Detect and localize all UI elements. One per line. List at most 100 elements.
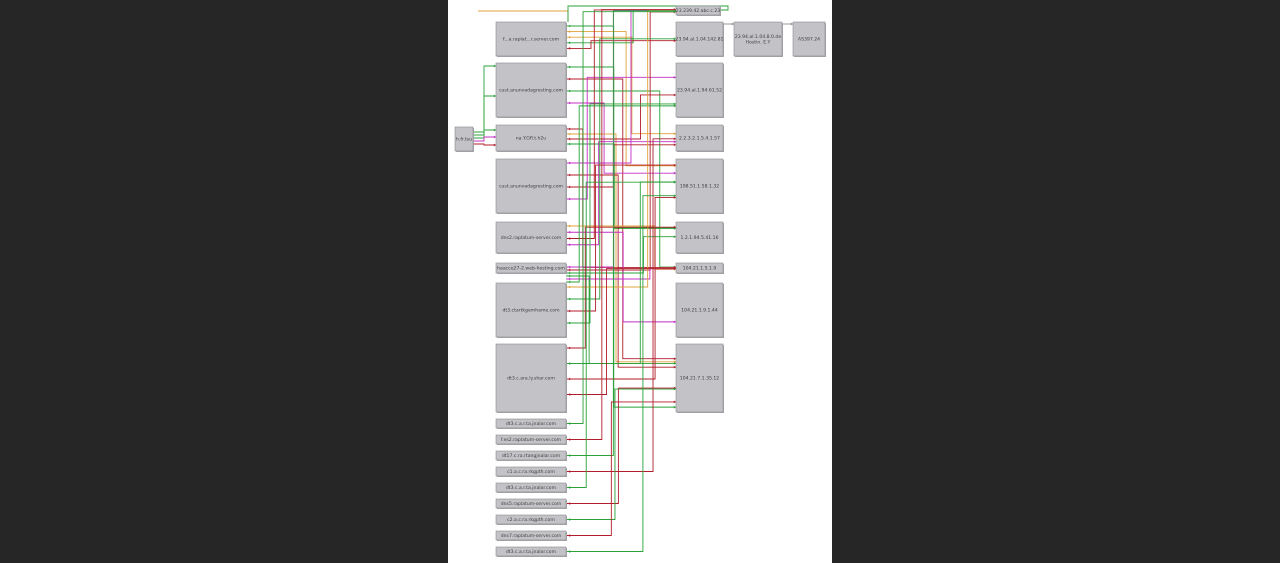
edge-host-address [566, 94, 676, 140]
edge-arrowhead [568, 486, 571, 489]
host-node: dt17.c.ra.rtangjnalar.com [495, 450, 567, 461]
edge-arrowhead [568, 422, 571, 425]
edge-arrowhead [568, 321, 571, 325]
edge-arrowhead [790, 22, 793, 26]
address-node: 198.51.1.58.1.32 [675, 158, 724, 214]
node-label: dns7.raplatum-server.com [501, 533, 562, 539]
node-label: dns5.raplatum-server.com [501, 501, 562, 507]
edge-arrowhead [568, 265, 571, 269]
node-label: 1.2.1.94.5.41.16 [681, 235, 719, 241]
edge-arrowhead [673, 163, 676, 167]
network-diagram: h.fr.tsuf...a.raplat...r.server.comcust.… [454, 5, 826, 557]
edge-arrowhead [568, 470, 571, 473]
edge-arrowhead [568, 230, 571, 234]
host-node: dns2.raplatum-server.com [495, 221, 567, 254]
host-node: haacce27-2.web-hosting.com [495, 262, 567, 274]
edge-arrowhead [673, 132, 676, 136]
node-layer: h.fr.tsuf...a.raplat...r.server.comcust.… [454, 5, 826, 557]
edge-host-address [566, 36, 676, 135]
edge-arrowhead [673, 196, 676, 199]
edge-host-address [566, 181, 676, 488]
edge-host-address [566, 10, 676, 456]
edge-host-address [566, 9, 676, 440]
node-label: 23.94.al.1.04.8.0.de [735, 34, 782, 40]
edge-arrowhead [673, 37, 676, 41]
edge-root-host [473, 129, 496, 139]
edge-arrowhead [493, 64, 496, 68]
edge-arrowhead [568, 309, 571, 313]
edge-arrowhead [568, 161, 571, 165]
edge-arrowhead [568, 185, 571, 189]
address-node: 104.21.7.1.35.12 [675, 343, 724, 413]
edge-arrowhead [568, 438, 571, 441]
edge-host-address [566, 103, 676, 324]
edge-host-address [566, 10, 676, 44]
edge-arrowhead [568, 30, 571, 33]
edge-arrowhead [568, 280, 571, 284]
host-node: dt3.ctartkgemhame.com [495, 282, 567, 338]
node-label: cust.anunvadagrosting.com [499, 88, 564, 94]
edge-layer [473, 5, 793, 552]
edge-arrowhead [673, 140, 676, 144]
edge-arrowhead [568, 346, 571, 350]
edge-host-address [566, 197, 676, 380]
edge-host-address [566, 401, 676, 536]
edge-arrowhead [673, 75, 676, 79]
edge-host-address [566, 226, 676, 349]
edge-arrowhead [568, 35, 571, 39]
edge-arrowhead [568, 101, 571, 105]
edge-arrowhead [673, 365, 676, 369]
edge-arrowhead [568, 550, 571, 553]
node-label: 23.239.42.abc.c.23 [676, 8, 720, 14]
edge-arrowhead [493, 143, 496, 147]
edge-arrowhead [568, 47, 571, 50]
node-label: f.es2.raplatum-server.com [501, 437, 562, 443]
address-node: 2.2.3.2.1.5.4.1.57 [675, 124, 724, 152]
edge-arrowhead [673, 137, 676, 141]
node-label: na.Y.Gfl.t.h2u [516, 136, 547, 142]
edge-arrowhead [568, 77, 571, 81]
as-number-node: AS397.24 [792, 21, 826, 57]
node-label: cust.anunvadagrosting.com [499, 184, 564, 190]
address-node: 23.94.al.1.94.61.52 [675, 62, 724, 118]
edge-top-loop [567, 5, 729, 22]
edge-arrowhead [568, 137, 571, 141]
host-node: dns7.raplatum-server.com [495, 530, 567, 541]
edge-arrowhead [568, 173, 571, 177]
root-node: h.fr.tsu [454, 126, 474, 152]
edge-host-address [566, 195, 676, 552]
edge-arrowhead [673, 225, 676, 229]
node-label: dt3.c.a.r.ta.jnalar.com [506, 421, 557, 427]
edge-arrowhead [493, 128, 496, 132]
edge-host-address [566, 138, 676, 472]
edge-arrowhead [568, 65, 571, 69]
node-label: dt3.c.a.r.ta.jnalar.com [506, 549, 557, 555]
edge-host-address [566, 164, 676, 312]
edge-arrowhead [673, 320, 676, 324]
edge-arrowhead [673, 104, 676, 108]
edge-arrowhead [673, 405, 676, 409]
node-label: 104.21.1.9.1.44 [681, 308, 718, 314]
host-node: cust.anunvadagrosting.com [495, 158, 567, 214]
arrow-layer [493, 8, 793, 553]
host-node: dt3.c.a.r.ta.jnalar.com [495, 418, 567, 429]
node-label: 104.21.7.1.35.12 [680, 376, 720, 382]
node-label: 23.94.al.1.94.61.52 [677, 88, 722, 94]
edge-root-host [473, 143, 496, 146]
edge-arrowhead [568, 243, 571, 247]
host-node: na.Y.Gfl.t.h2u [495, 124, 567, 152]
edge-host-address [566, 76, 676, 200]
node-label: 23.94.al.1.04.142.81 [676, 37, 724, 43]
edge-arrowhead [673, 93, 676, 97]
edge-arrowhead [568, 285, 571, 289]
node-label: dt3.c.ara.ly.shar.com [507, 376, 555, 382]
edge-arrowhead [568, 89, 571, 93]
edge-arrowhead [673, 39, 676, 43]
edge-host-address [566, 31, 676, 167]
edge-root-host [473, 95, 496, 136]
address-node: 23.239.42.abc.c.23 [675, 5, 721, 16]
edge-arrowhead [673, 171, 676, 175]
edge-arrowhead [673, 235, 676, 239]
